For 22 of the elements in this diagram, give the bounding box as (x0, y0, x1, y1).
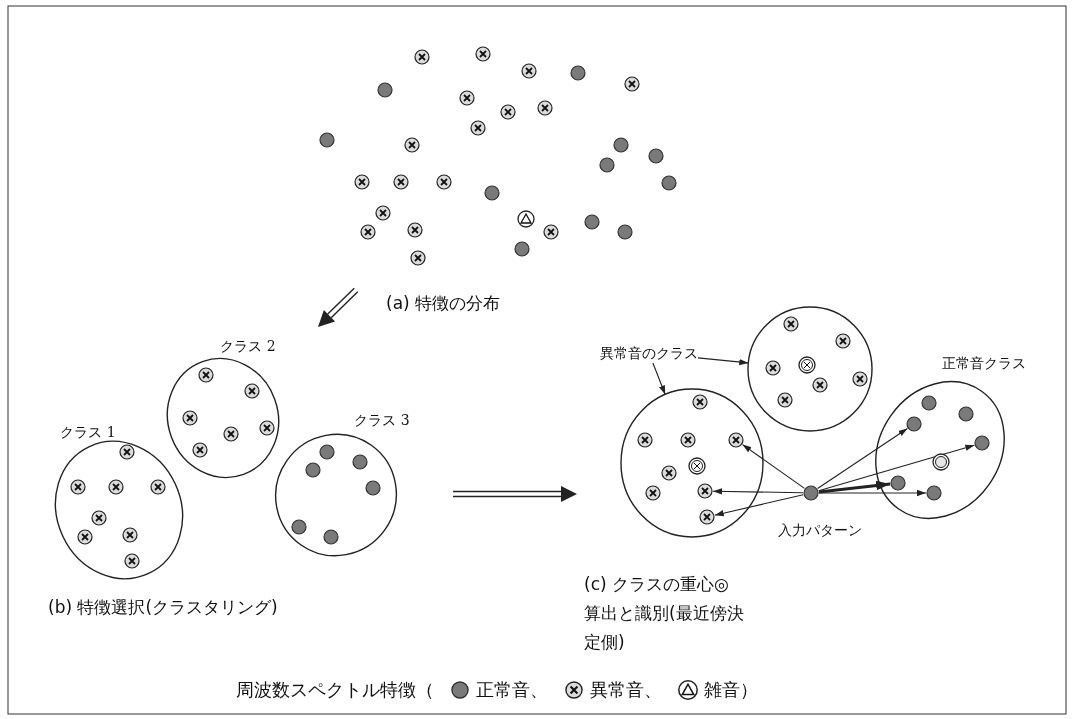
arrow (712, 488, 804, 495)
arrow (818, 444, 975, 492)
legend-title: 周波数スペクトル特徴（ (236, 678, 434, 702)
arrow (818, 480, 891, 494)
annotation-text: 異常音のクラス (600, 343, 698, 363)
input-pattern-label: 入力パターン (778, 522, 862, 540)
arrow (818, 489, 927, 497)
legend-text: 正常音、 (476, 678, 548, 702)
arrow (714, 494, 804, 517)
panel-caption: (b) 特徴選択(クラスタリング) (48, 596, 278, 619)
panel-caption: (c) クラスの重心◎ 算出と識別(最近傍決定側) (584, 573, 745, 654)
class-label: クラス 2 (220, 338, 276, 356)
class-label: クラス 1 (60, 424, 116, 442)
arrow (741, 444, 806, 489)
legend-text: 雑音） (704, 678, 758, 702)
legend-text: 異常音、 (590, 678, 662, 702)
class-label: 正常音クラス (942, 355, 1026, 373)
class-label: クラス 3 (354, 412, 410, 430)
panel-caption: (a) 特徴の分布 (386, 292, 501, 315)
arrow (817, 427, 908, 490)
leader-arrow (652, 362, 666, 396)
leader-arrow (697, 357, 749, 366)
